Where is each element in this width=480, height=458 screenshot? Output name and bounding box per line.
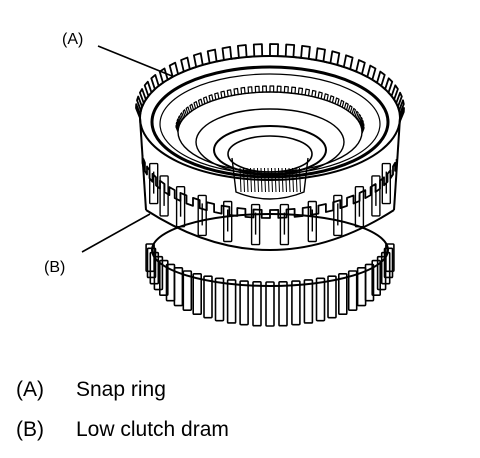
callout-label-a: (A) [62, 31, 84, 48]
legend-key-a: (A) [16, 378, 44, 401]
legend: (A) Snap ring (B) Low clutch dram [16, 378, 229, 458]
drum-wall-bottom [145, 209, 395, 251]
leader-line-a [97, 45, 173, 77]
hub-outer [213, 125, 327, 175]
legend-row-b: (B) Low clutch dram [16, 418, 229, 442]
leader-line-b [81, 213, 151, 253]
legend-row-a: (A) Snap ring [16, 378, 229, 402]
low-clutch-drum-illustration [81, 43, 405, 327]
drum-wall-left [139, 117, 147, 211]
legend-label-low-clutch-dram: Low clutch dram [76, 418, 229, 441]
snap-ring [150, 65, 390, 179]
drum-wall-slots [148, 162, 391, 246]
hub-inner [227, 135, 313, 173]
callout-label-b: (B) [44, 259, 66, 276]
hub-splines [239, 167, 301, 193]
legend-key-b: (B) [16, 418, 44, 441]
legend-label-snap-ring: Snap ring [76, 378, 166, 401]
drum-wall-right [393, 117, 401, 211]
hub-bore [231, 157, 309, 200]
inner-spline-ring [177, 91, 363, 173]
